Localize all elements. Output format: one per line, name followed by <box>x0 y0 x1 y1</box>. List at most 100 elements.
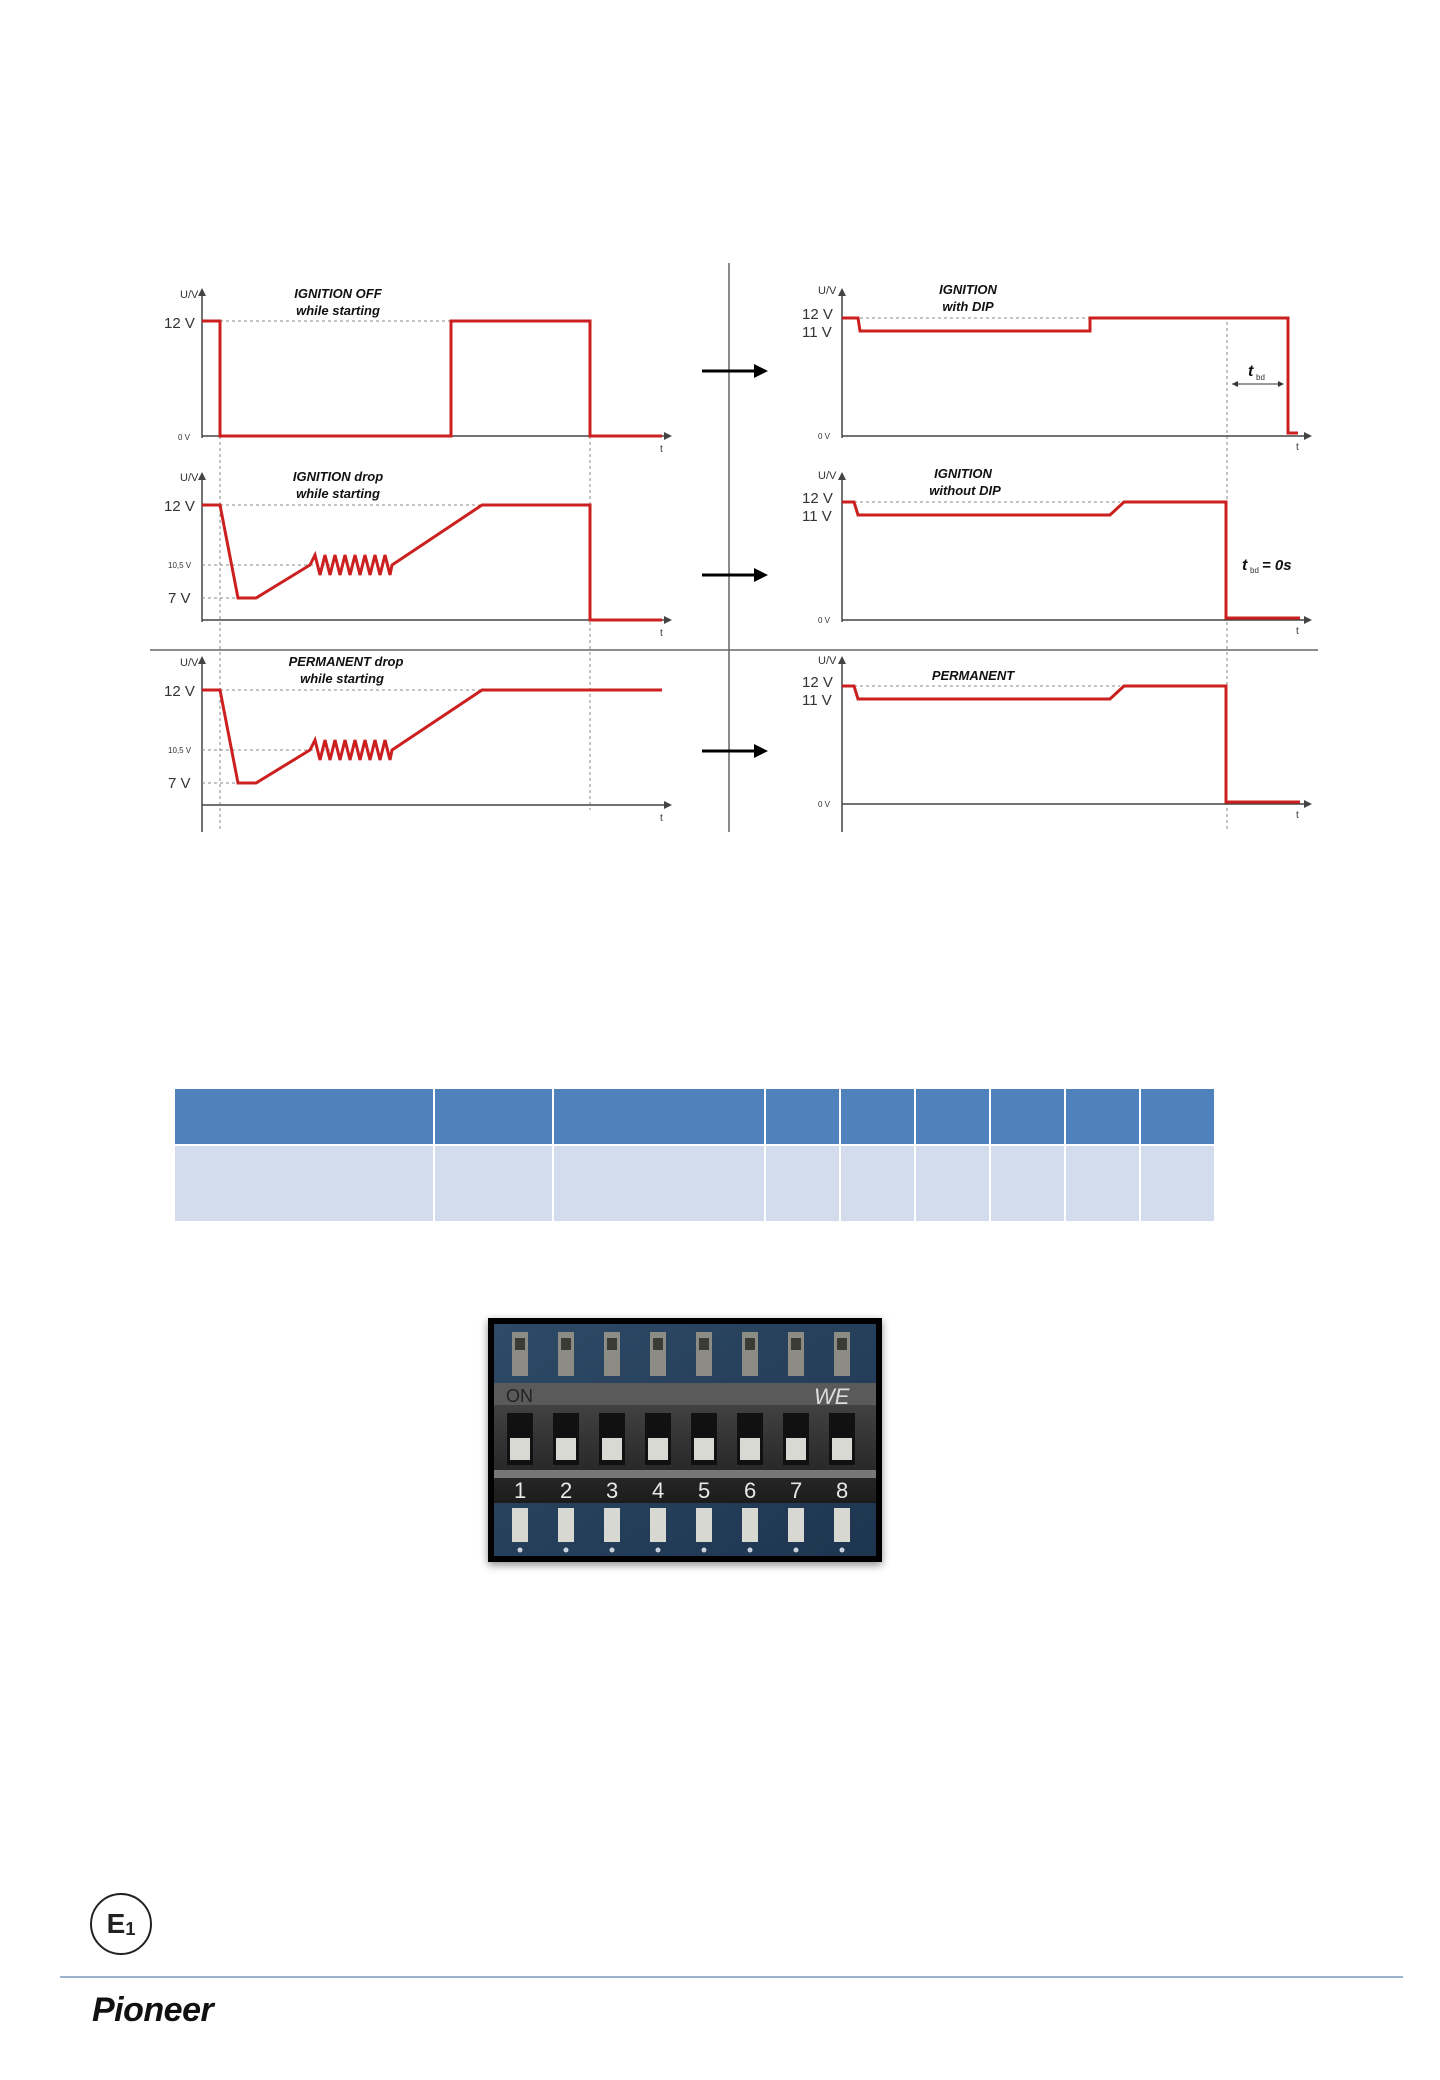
tbd-label: t <box>1242 557 1248 574</box>
tick-label: 12 V <box>164 683 195 700</box>
dip-switch-toggle <box>832 1438 852 1460</box>
dip-switch-number: 4 <box>652 1478 664 1503</box>
panel-permanent-drop: U/V 12 V 10,5 V 7 V t PERMANENT drop whi… <box>164 654 672 832</box>
axis-x-label: t <box>1296 810 1299 821</box>
table-header-cell <box>554 1089 764 1144</box>
tick-label: 7 V <box>168 590 191 607</box>
panel-subtitle: without DIP <box>929 483 1001 498</box>
dip-switch-toggle <box>786 1438 806 1460</box>
tick-label: 10,5 V <box>168 561 192 570</box>
axis-x-label: t <box>660 628 663 639</box>
table-cell <box>1066 1146 1139 1221</box>
axis-x-label: t <box>660 813 663 824</box>
panel-title: IGNITION <box>934 466 992 481</box>
table-cell <box>766 1146 839 1221</box>
table-header-cell <box>766 1089 839 1144</box>
panel-title: IGNITION OFF <box>294 286 382 301</box>
dip-pin <box>834 1508 850 1542</box>
dip-pin <box>696 1508 712 1542</box>
tick-label: 0 V <box>818 432 831 441</box>
panel-title: IGNITION drop <box>293 469 383 484</box>
table-header-cell <box>991 1089 1064 1144</box>
axis-y-label: U/V <box>818 470 837 482</box>
table-cell <box>554 1146 764 1221</box>
tick-label: 11 V <box>802 692 832 709</box>
table-header-cell <box>841 1089 914 1144</box>
panel-subtitle: while starting <box>296 486 380 501</box>
footer-divider <box>60 1976 1403 1978</box>
dip-switch-number: 7 <box>790 1478 802 1503</box>
dip-switch-toggle <box>602 1438 622 1460</box>
table-header-row <box>175 1089 1214 1144</box>
axis-x-label: t <box>660 444 663 455</box>
voltage-trace <box>202 688 662 785</box>
panel-ignition-off: U/V 12 V 0 V t IGNITION OFF while starti… <box>164 286 672 455</box>
dip-switch-number: 1 <box>514 1478 526 1503</box>
settings-table <box>173 1089 1216 1221</box>
axis-y-label: U/V <box>180 289 199 301</box>
voltage-trace <box>842 316 1298 435</box>
tbd-interval-marker <box>1232 381 1284 387</box>
voltage-trace <box>842 684 1300 804</box>
dip-brand-label: WE <box>814 1384 850 1409</box>
dip-switch-toggle <box>556 1438 576 1460</box>
arrow-icon <box>702 364 768 378</box>
tbd-value: = 0s <box>1262 557 1292 574</box>
panel-title: IGNITION <box>939 282 997 297</box>
arrow-icon <box>702 744 768 758</box>
pioneer-logo: Pioneer <box>92 1991 214 2029</box>
tick-label: 0 V <box>818 616 831 625</box>
table-cell <box>841 1146 914 1221</box>
panel-title: PERMANENT <box>932 668 1015 683</box>
tick-label: 12 V <box>802 306 833 323</box>
dip-pin <box>788 1508 804 1542</box>
panel-subtitle: while starting <box>296 303 380 318</box>
panel-ignition-drop: U/V 12 V 10,5 V 7 V t IGNITION drop whil… <box>164 469 672 639</box>
table-cell <box>175 1146 433 1221</box>
dip-switch-toggle <box>648 1438 668 1460</box>
tbd-label: t <box>1248 363 1254 380</box>
tick-label: 12 V <box>802 674 833 691</box>
tick-label: 12 V <box>164 498 195 515</box>
table-header-cell <box>435 1089 552 1144</box>
voltage-trace <box>202 503 662 622</box>
table-cell <box>916 1146 989 1221</box>
table-header-cell <box>1066 1089 1139 1144</box>
axis-y-label: U/V <box>180 472 199 484</box>
dip-switch-number: 6 <box>744 1478 756 1503</box>
panel-ignition-with-dip: U/V 12 V 11 V 0 V t IGNITION with DIP t … <box>802 282 1312 453</box>
e1-mark-number: 1 <box>125 1918 136 1939</box>
tbd-subscript: bd <box>1250 566 1259 575</box>
panel-title: PERMANENT drop <box>289 654 404 669</box>
dip-pin <box>604 1508 620 1542</box>
panel-subtitle: while starting <box>300 671 384 686</box>
dip-switch-photo: ON WE 1 2 3 4 5 6 7 8 <box>488 1318 882 1562</box>
arrow-icon <box>702 568 768 582</box>
dip-switch-toggle <box>510 1438 530 1460</box>
e1-mark-letter: E <box>106 1908 126 1939</box>
dip-pin <box>512 1508 528 1542</box>
dip-switch-toggle <box>694 1438 714 1460</box>
tick-label: 12 V <box>164 315 195 332</box>
voltage-timing-diagram: U/V 12 V 0 V t IGNITION OFF while starti… <box>150 263 1318 832</box>
tick-label: 12 V <box>802 490 833 507</box>
dip-switch-number: 2 <box>560 1478 572 1503</box>
panel-ignition-without-dip: U/V 12 V 11 V 0 V t IGNITION without DIP… <box>802 466 1312 637</box>
table-cell <box>435 1146 552 1221</box>
dip-on-label: ON <box>506 1386 533 1406</box>
dip-switch-number: 8 <box>836 1478 848 1503</box>
dip-switch-number: 5 <box>698 1478 710 1503</box>
axis-y-label: U/V <box>180 657 199 669</box>
axis-x-label: t <box>1296 626 1299 637</box>
axis-x-label: t <box>1296 442 1299 453</box>
table-cell <box>1141 1146 1214 1221</box>
dip-switch-number: 3 <box>606 1478 618 1503</box>
table-header-cell <box>175 1089 433 1144</box>
voltage-trace <box>202 319 662 438</box>
dip-pin <box>558 1508 574 1542</box>
table-row <box>175 1146 1214 1221</box>
axis-y-label: U/V <box>818 655 837 667</box>
axis-y-label: U/V <box>818 285 837 297</box>
tick-label: 11 V <box>802 508 832 525</box>
